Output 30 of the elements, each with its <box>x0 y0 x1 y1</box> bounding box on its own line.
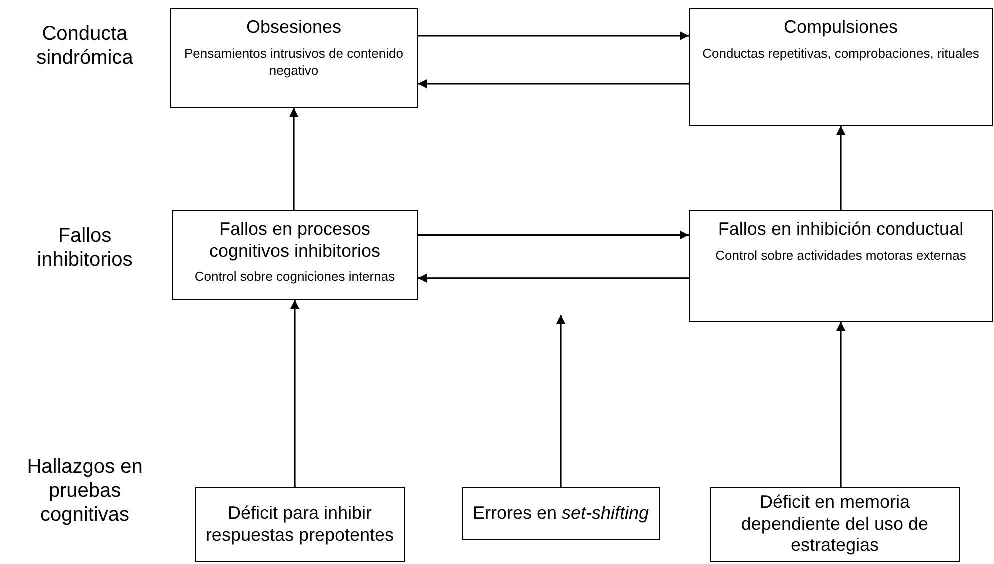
process-box <box>172 210 418 300</box>
box-title: Errores en set-shifting <box>472 502 650 524</box>
row-label: Hallazgos en pruebas cognitivas <box>26 455 144 527</box>
arrow <box>418 80 689 88</box>
process-box <box>689 210 993 322</box>
arrow <box>290 300 300 487</box>
row-label: Conducta sindrómica <box>36 22 134 70</box>
box-description: Control sobre actividades motoras externas <box>716 246 966 264</box>
arrow <box>556 315 566 487</box>
box-title: Déficit en memoria dependiente del uso de estrategias <box>740 492 930 557</box>
box-title: Obsesiones <box>246 17 342 39</box>
row-label: Fallos inhibitorios <box>36 224 134 272</box>
process-box <box>195 487 405 562</box>
box-title: Fallos en procesos cognitivos inhibitorios <box>208 219 382 262</box>
process-box <box>170 8 418 108</box>
box-description: Pensamientos intrusivos de contenido negativo <box>184 44 404 80</box>
arrow <box>418 32 689 40</box>
process-box <box>689 8 993 126</box>
box-description: Conductas repetitivas, comprobaciones, rituales <box>702 44 980 62</box>
arrow <box>836 126 846 210</box>
arrow <box>418 230 689 240</box>
box-description: Control sobre cogniciones internas <box>194 268 396 286</box>
box-title: Fallos en inhibición conductual <box>718 219 964 241</box>
arrow <box>290 108 298 210</box>
box-title: Déficit para inhibir respuestas prepotentes <box>204 502 396 546</box>
process-box <box>710 487 960 562</box>
box-title: Compulsiones <box>784 17 898 39</box>
arrow <box>836 322 846 487</box>
arrow <box>418 274 689 283</box>
process-box <box>462 487 660 540</box>
